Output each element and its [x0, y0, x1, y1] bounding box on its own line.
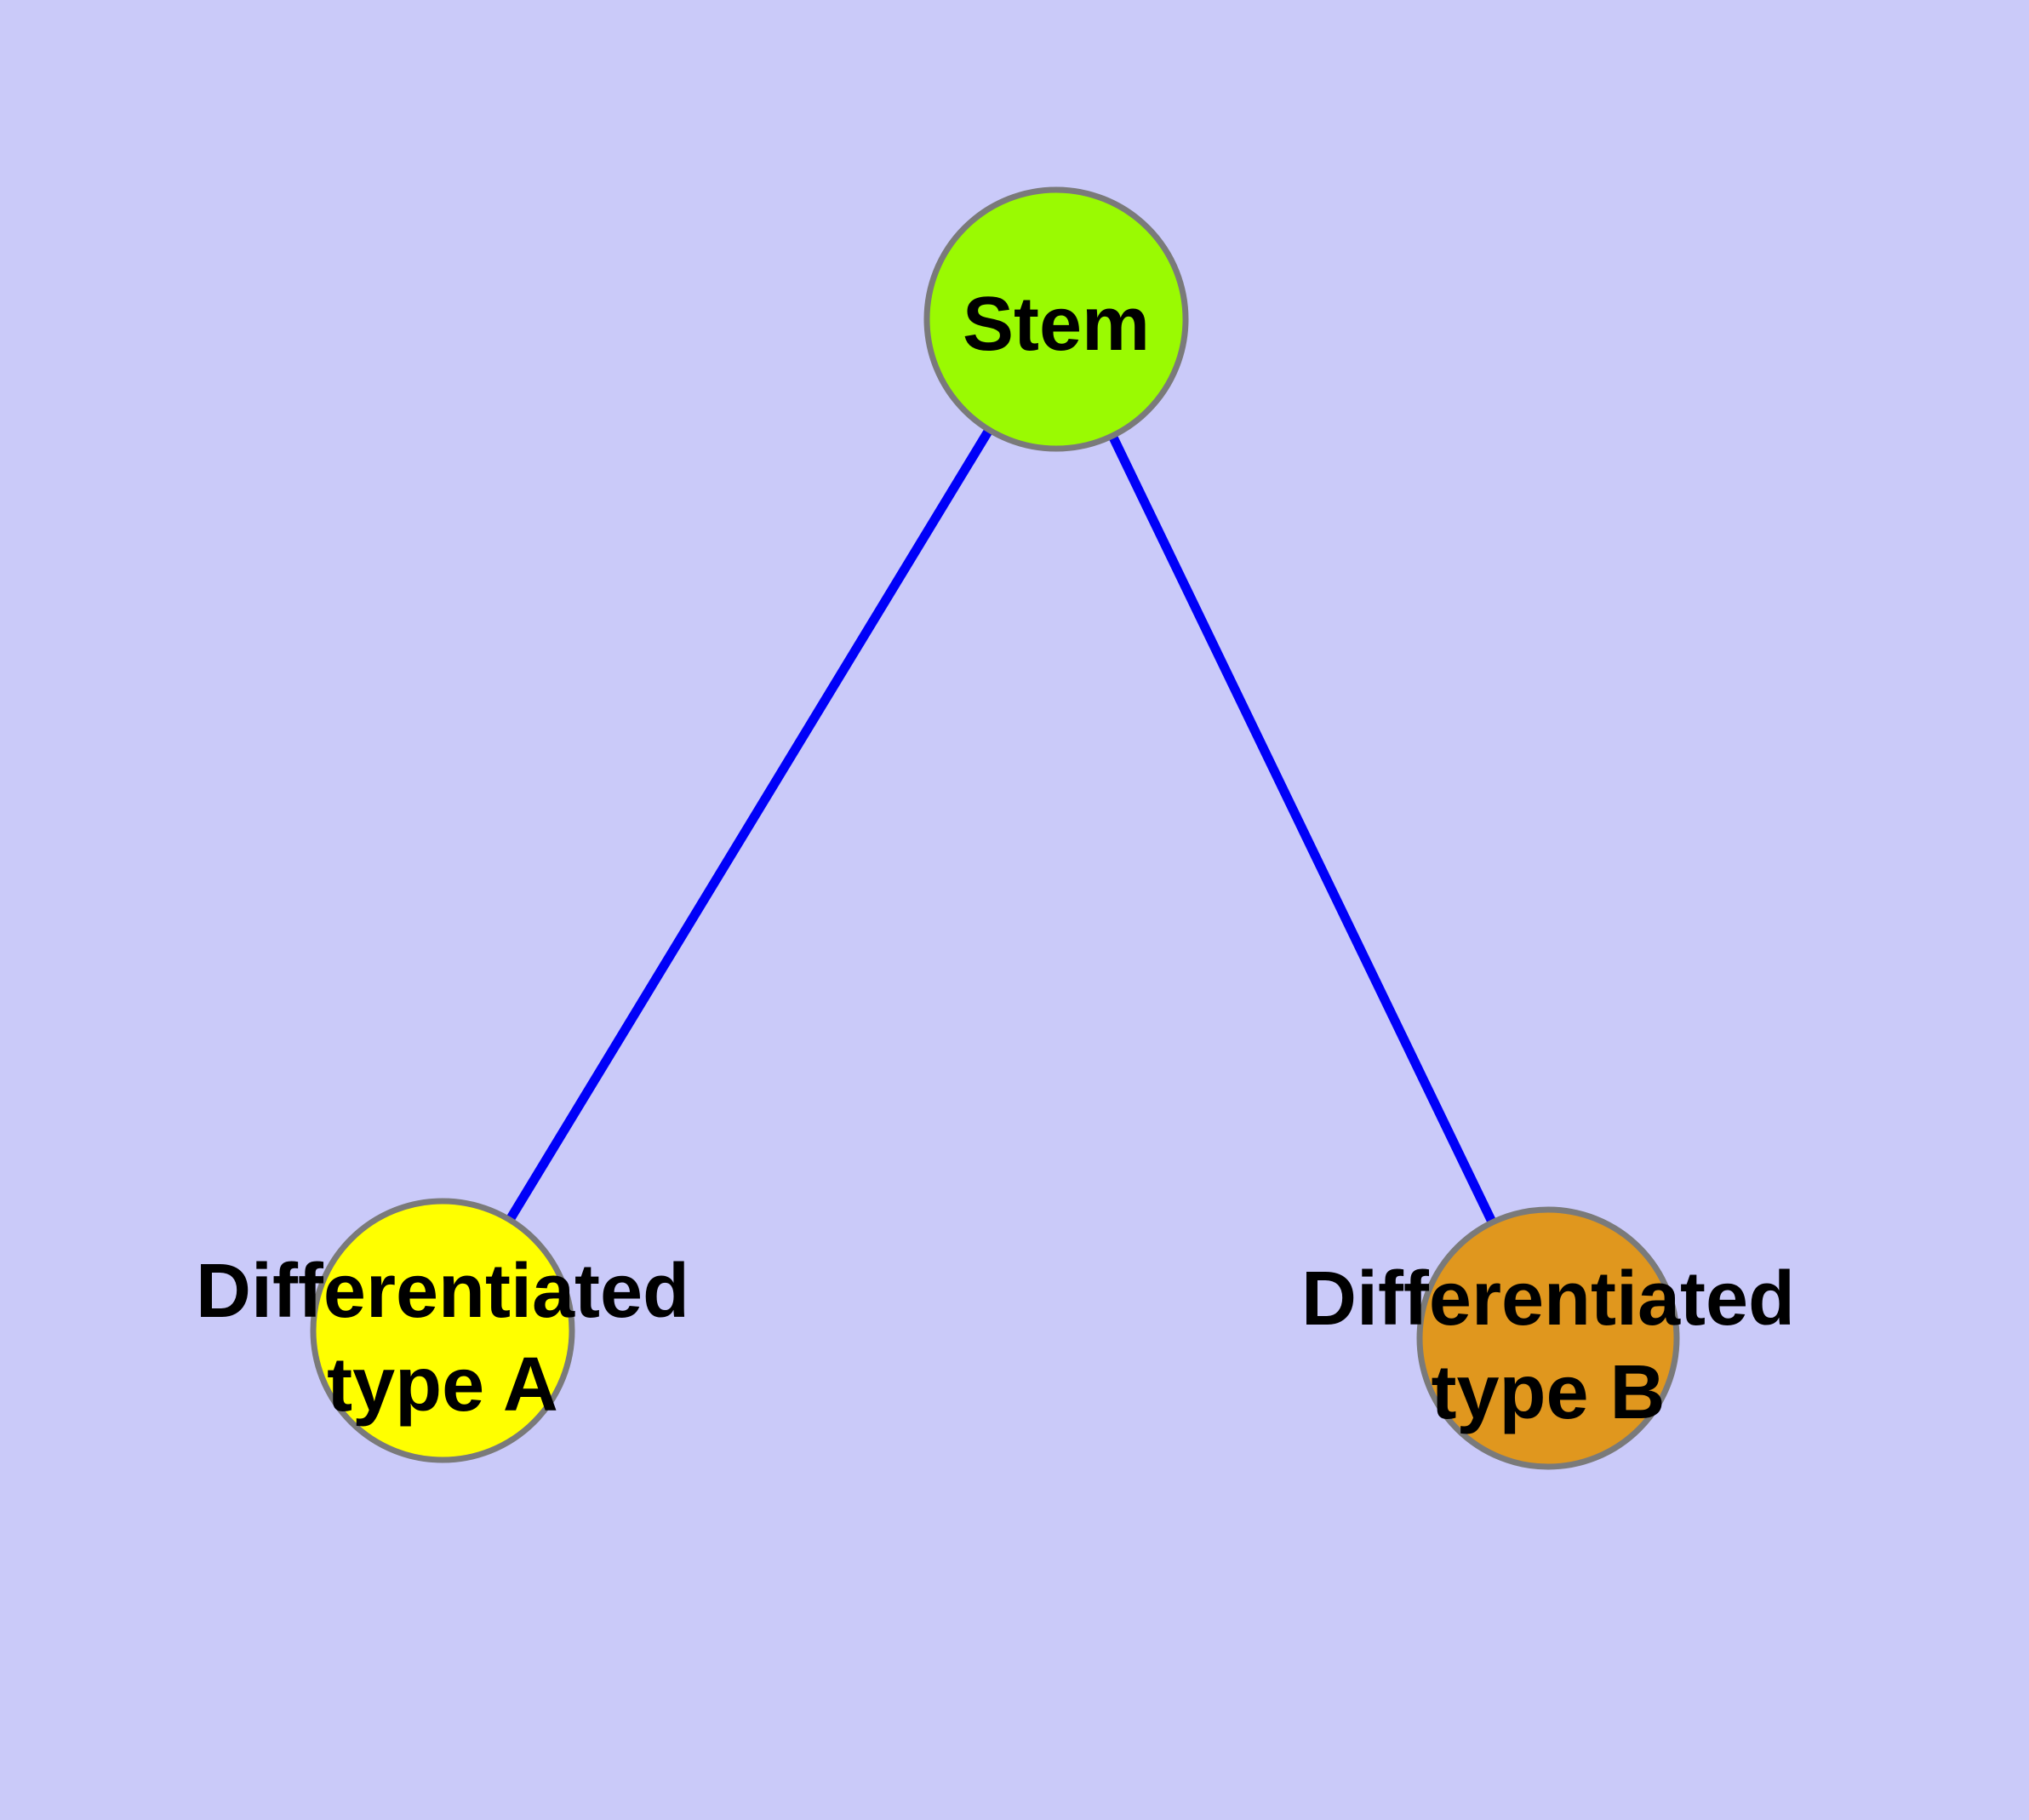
node-type-b-label-line2: type B [1431, 1350, 1665, 1435]
node-type-a-label-line2: type A [327, 1342, 558, 1428]
node-stem-label: Stem [963, 282, 1150, 367]
node-stem [923, 186, 1189, 452]
edge-stem-to-type-a [438, 317, 1060, 1333]
node-differentiated-type-a [310, 1198, 575, 1463]
node-type-b-label-line1: Differentiated [1301, 1256, 1795, 1342]
node-type-a-label-line1: Differentiated [196, 1249, 689, 1334]
edge-stem-to-type-b [1052, 317, 1552, 1341]
node-differentiated-type-b [1416, 1206, 1680, 1470]
